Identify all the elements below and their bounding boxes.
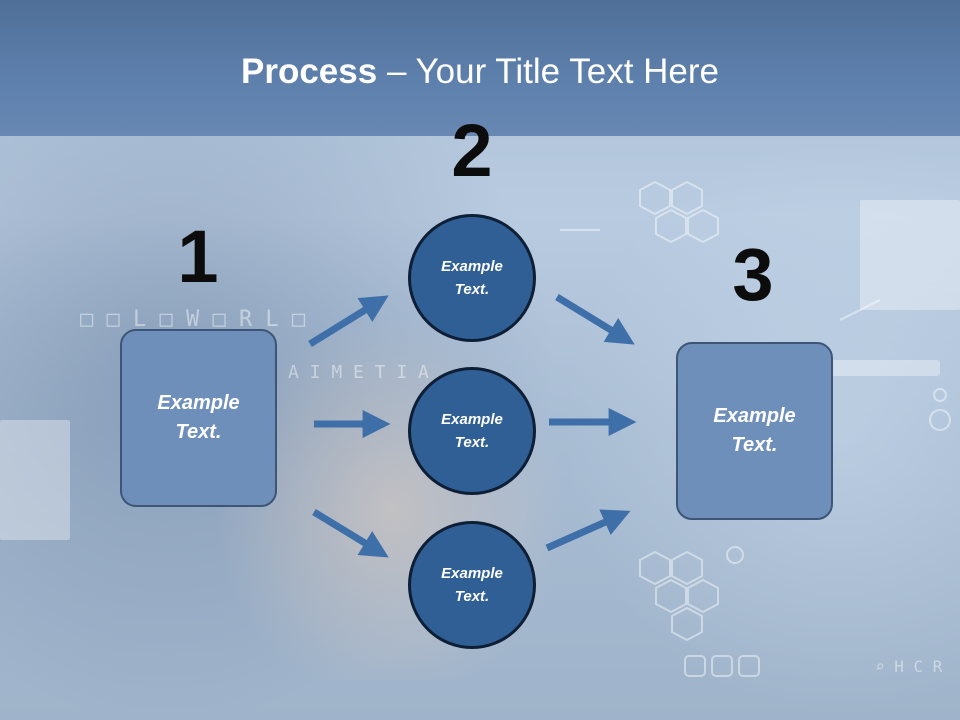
circle-1-text-line2: Text. (454, 281, 490, 298)
arrow-to-circle-3 (312, 509, 389, 558)
title-bold: Process (241, 52, 378, 91)
svg-text:⌕ H C R: ⌕ H C R (875, 657, 943, 676)
step-1-text: Example Text. (157, 389, 239, 447)
svg-text:□ □ L □ W □ R L □: □ □ L □ W □ R L □ (80, 307, 306, 332)
circle-1-text: Example Text. (441, 255, 503, 301)
title-bar (0, 0, 960, 136)
circle-1-text-line1: Example (441, 258, 503, 275)
slide-title: Process – Your Title Text Here (0, 52, 960, 92)
circle-1[interactable]: Example Text. (408, 214, 536, 342)
circle-3-text-line2: Text. (454, 588, 490, 605)
circle-2[interactable]: Example Text. (408, 367, 536, 495)
step-3-text-line1: Example (713, 405, 796, 427)
arrow-from-circle-3 (545, 509, 631, 552)
step-1-text-line1: Example (157, 392, 240, 414)
step-1-box[interactable]: Example Text. (120, 329, 277, 507)
step-number-3: 3 (732, 233, 774, 316)
circle-2-text: Example Text. (441, 408, 503, 454)
title-rest: – Your Title Text Here (377, 52, 719, 91)
step-3-text: Example Text. (713, 402, 795, 460)
svg-text:A I M E T I A: A I M E T I A (288, 362, 429, 383)
step-number-2: 2 (451, 109, 493, 192)
step-3-text-line2: Text. (731, 434, 778, 456)
arrow-from-circle-1 (555, 294, 635, 345)
circle-3-text-line1: Example (441, 565, 503, 582)
step-3-box[interactable]: Example Text. (676, 342, 833, 520)
arrow-to-circle-1 (308, 295, 389, 347)
circle-3-text: Example Text. (441, 562, 503, 608)
step-1-text-line2: Text. (175, 421, 222, 443)
circle-3[interactable]: Example Text. (408, 521, 536, 649)
step-number-1: 1 (177, 215, 219, 298)
circle-2-text-line2: Text. (454, 434, 490, 451)
circle-2-text-line1: Example (441, 411, 503, 428)
